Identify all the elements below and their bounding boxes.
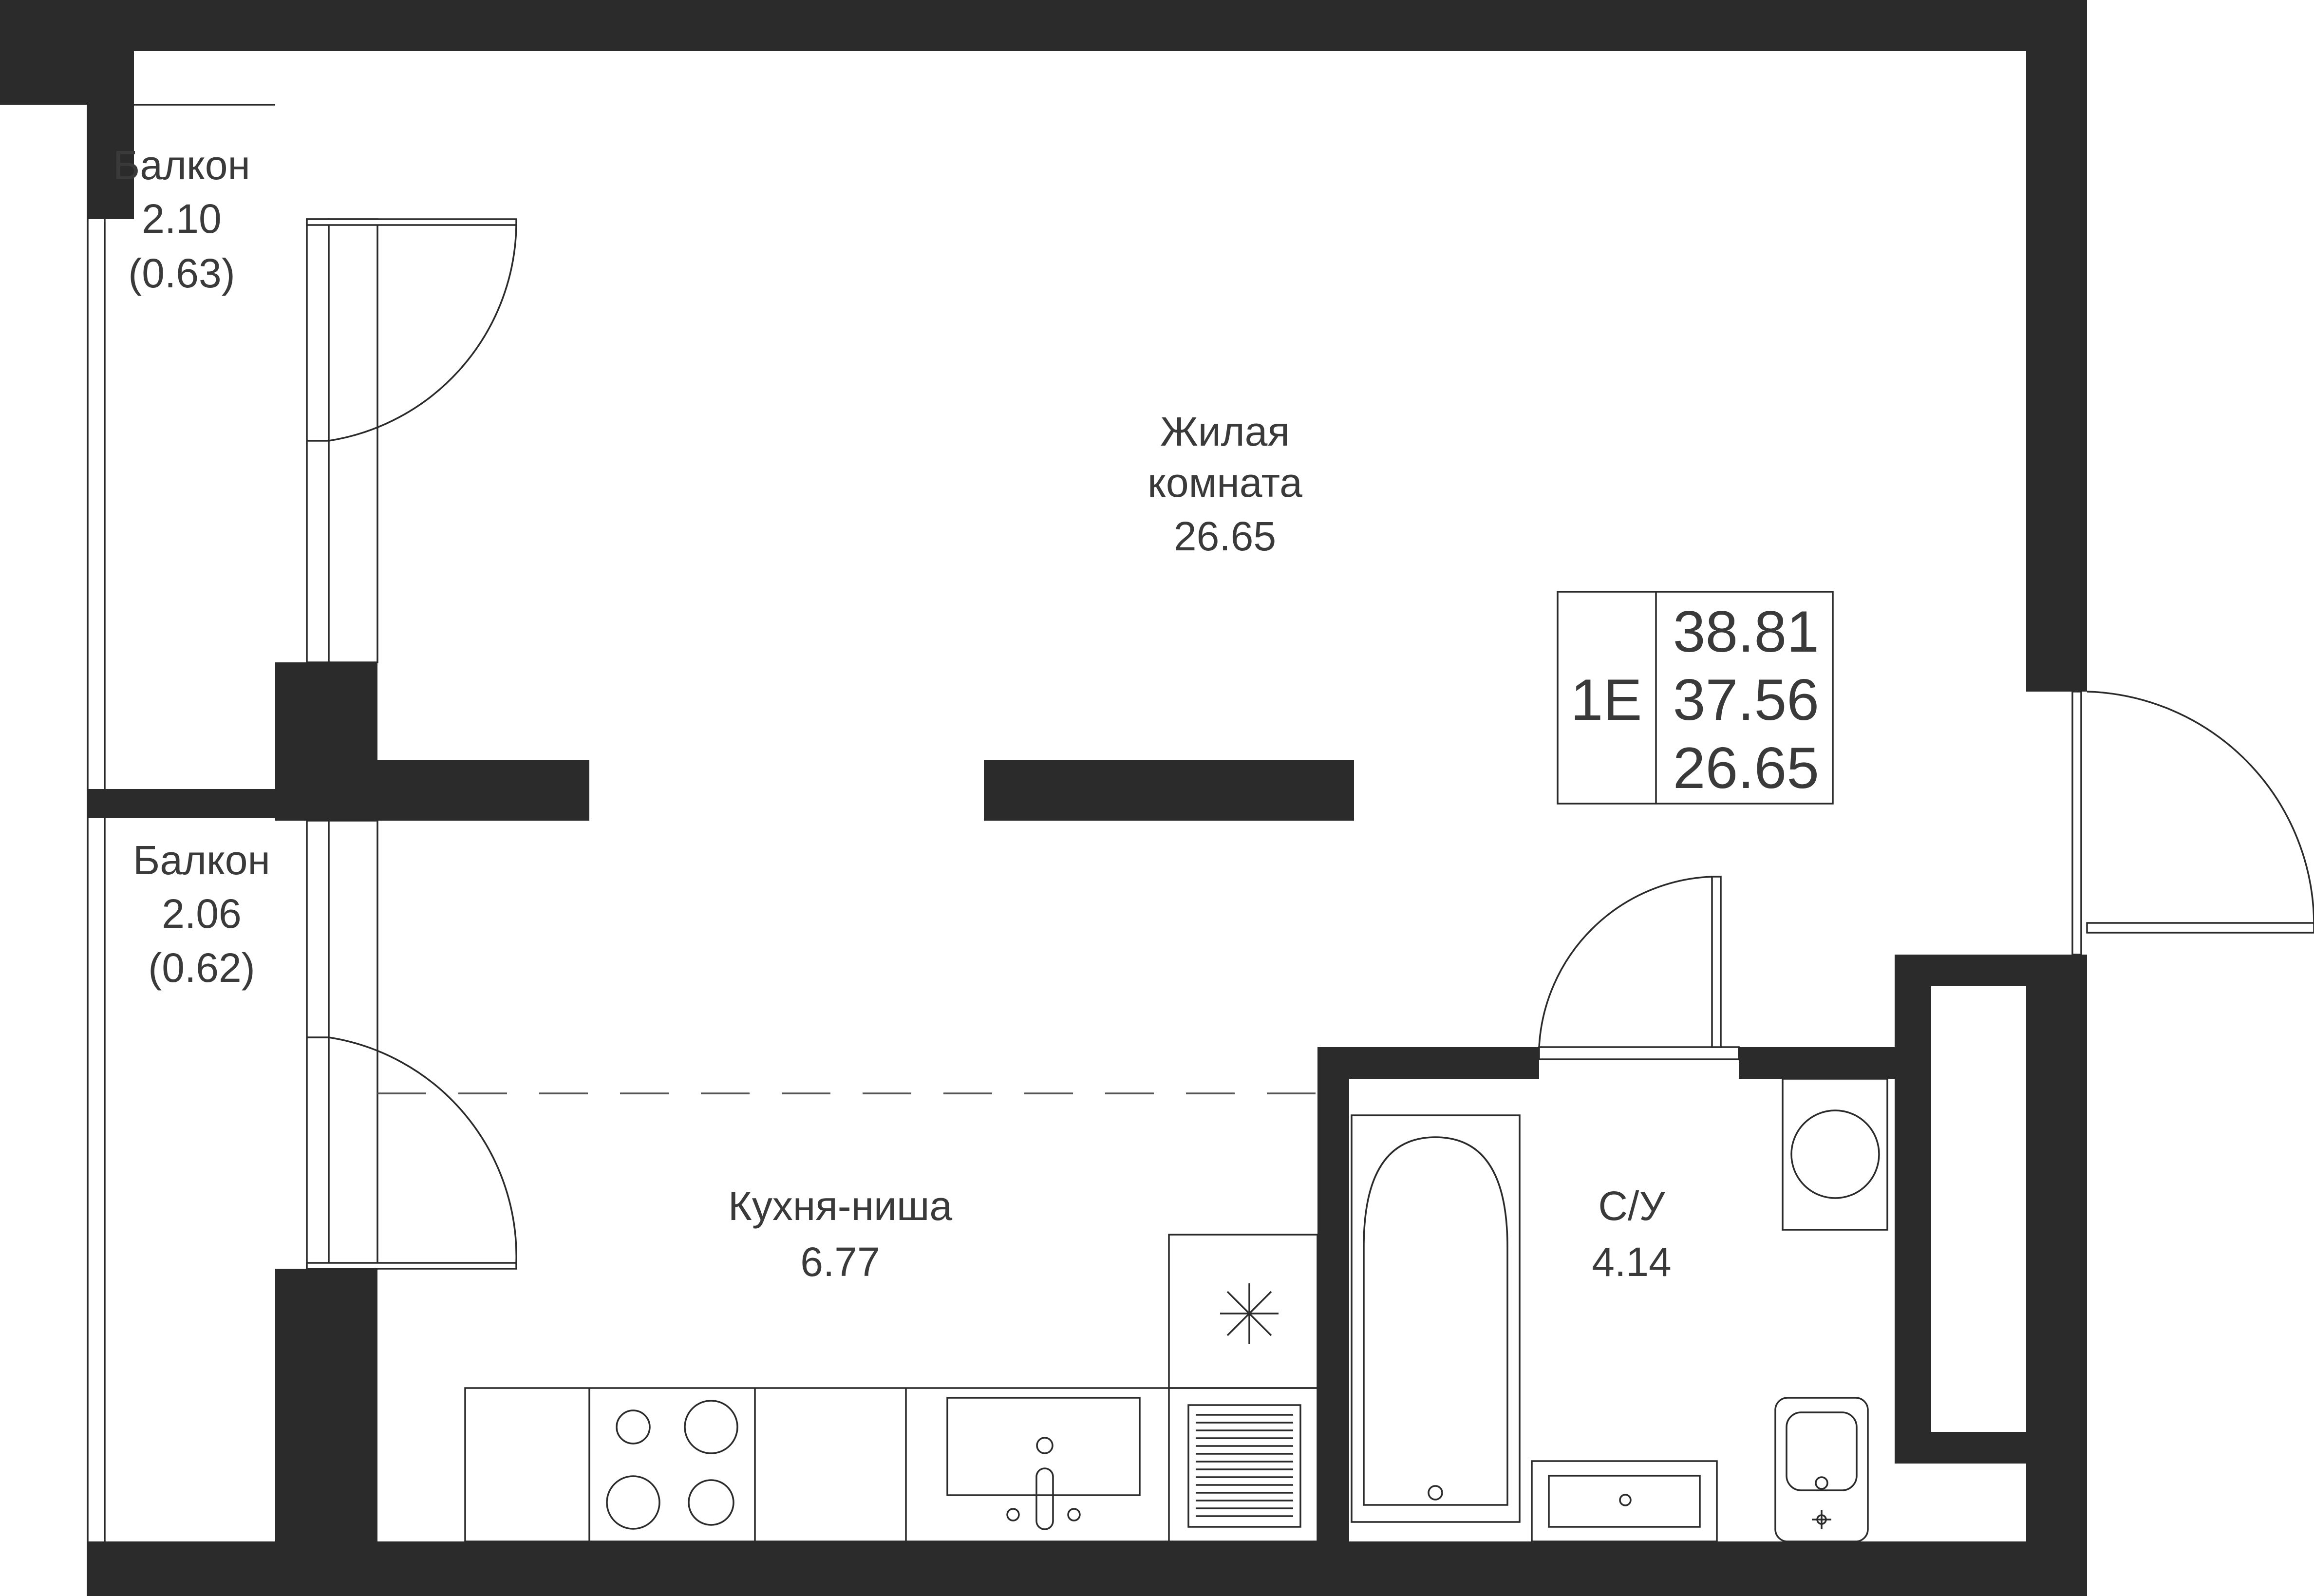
stove-icon: [606, 1400, 738, 1530]
wall-bath-left: [1317, 1047, 1349, 1596]
toilet-icon: [1774, 1397, 1869, 1542]
balcony-bottom-area-coef: (0.62): [148, 945, 255, 991]
balcony-top-area-coef: (0.63): [128, 250, 235, 296]
wall-bath-top-left: [1317, 1047, 1539, 1079]
wall-bottom: [88, 1541, 2087, 1596]
door-entrance: [2071, 691, 2314, 956]
balcony-bottom-area: 2.06: [162, 891, 242, 937]
door-bathroom: [1538, 876, 1740, 1060]
kitchen-name: Кухня-ниша: [728, 1183, 952, 1229]
washing-machine-icon: [1782, 1078, 1888, 1231]
wall-balcony-divider: [88, 789, 280, 818]
walls: [0, 0, 2087, 1596]
wall-left-top-pier-stub: [0, 0, 134, 105]
door-balcony-bottom: [306, 1036, 517, 1270]
living-room-name-2: комната: [1148, 460, 1302, 506]
balcony-top-area: 2.10: [142, 196, 222, 242]
bathroom-name: С/У: [1598, 1183, 1665, 1229]
total-area-no-balcony: 37.56: [1673, 667, 1819, 732]
wall-right-upper: [2026, 0, 2087, 692]
living-room-name-1: Жилая: [1160, 409, 1290, 454]
wall-partition-center: [984, 760, 1354, 821]
summary-box: 1Е 38.81 37.56 26.65: [1557, 591, 1834, 805]
door-balcony-top: [306, 218, 517, 442]
window-bottom: [306, 820, 378, 1270]
washbasin-icon: [1531, 1460, 1718, 1542]
wall-partition-left: [275, 760, 589, 821]
wall-bath-top-right: [1739, 1047, 1902, 1079]
dishwasher-grille-icon: [1187, 1404, 1301, 1528]
balcony-top-name: Балкон: [113, 142, 250, 188]
kitchen-counter: [464, 1387, 1318, 1542]
balcony-strip: [87, 104, 275, 1596]
bathroom-area: 4.14: [1592, 1239, 1672, 1285]
apartment-type: 1Е: [1571, 667, 1642, 732]
living-area: 26.65: [1673, 735, 1819, 801]
total-area: 38.81: [1673, 599, 1819, 664]
kitchen-area: 6.77: [800, 1239, 880, 1285]
boiler-icon: [1168, 1234, 1318, 1389]
window-top: [306, 218, 378, 663]
kitchen-sink-icon: [946, 1397, 1141, 1530]
bathtub-icon: [1351, 1114, 1521, 1523]
living-room-area: 26.65: [1174, 513, 1276, 559]
wall-right-lower: [2026, 955, 2087, 1596]
balcony-bottom-name: Балкон: [133, 837, 270, 883]
wall-shaft-left: [1895, 955, 1931, 1464]
wall-top: [88, 0, 2087, 51]
